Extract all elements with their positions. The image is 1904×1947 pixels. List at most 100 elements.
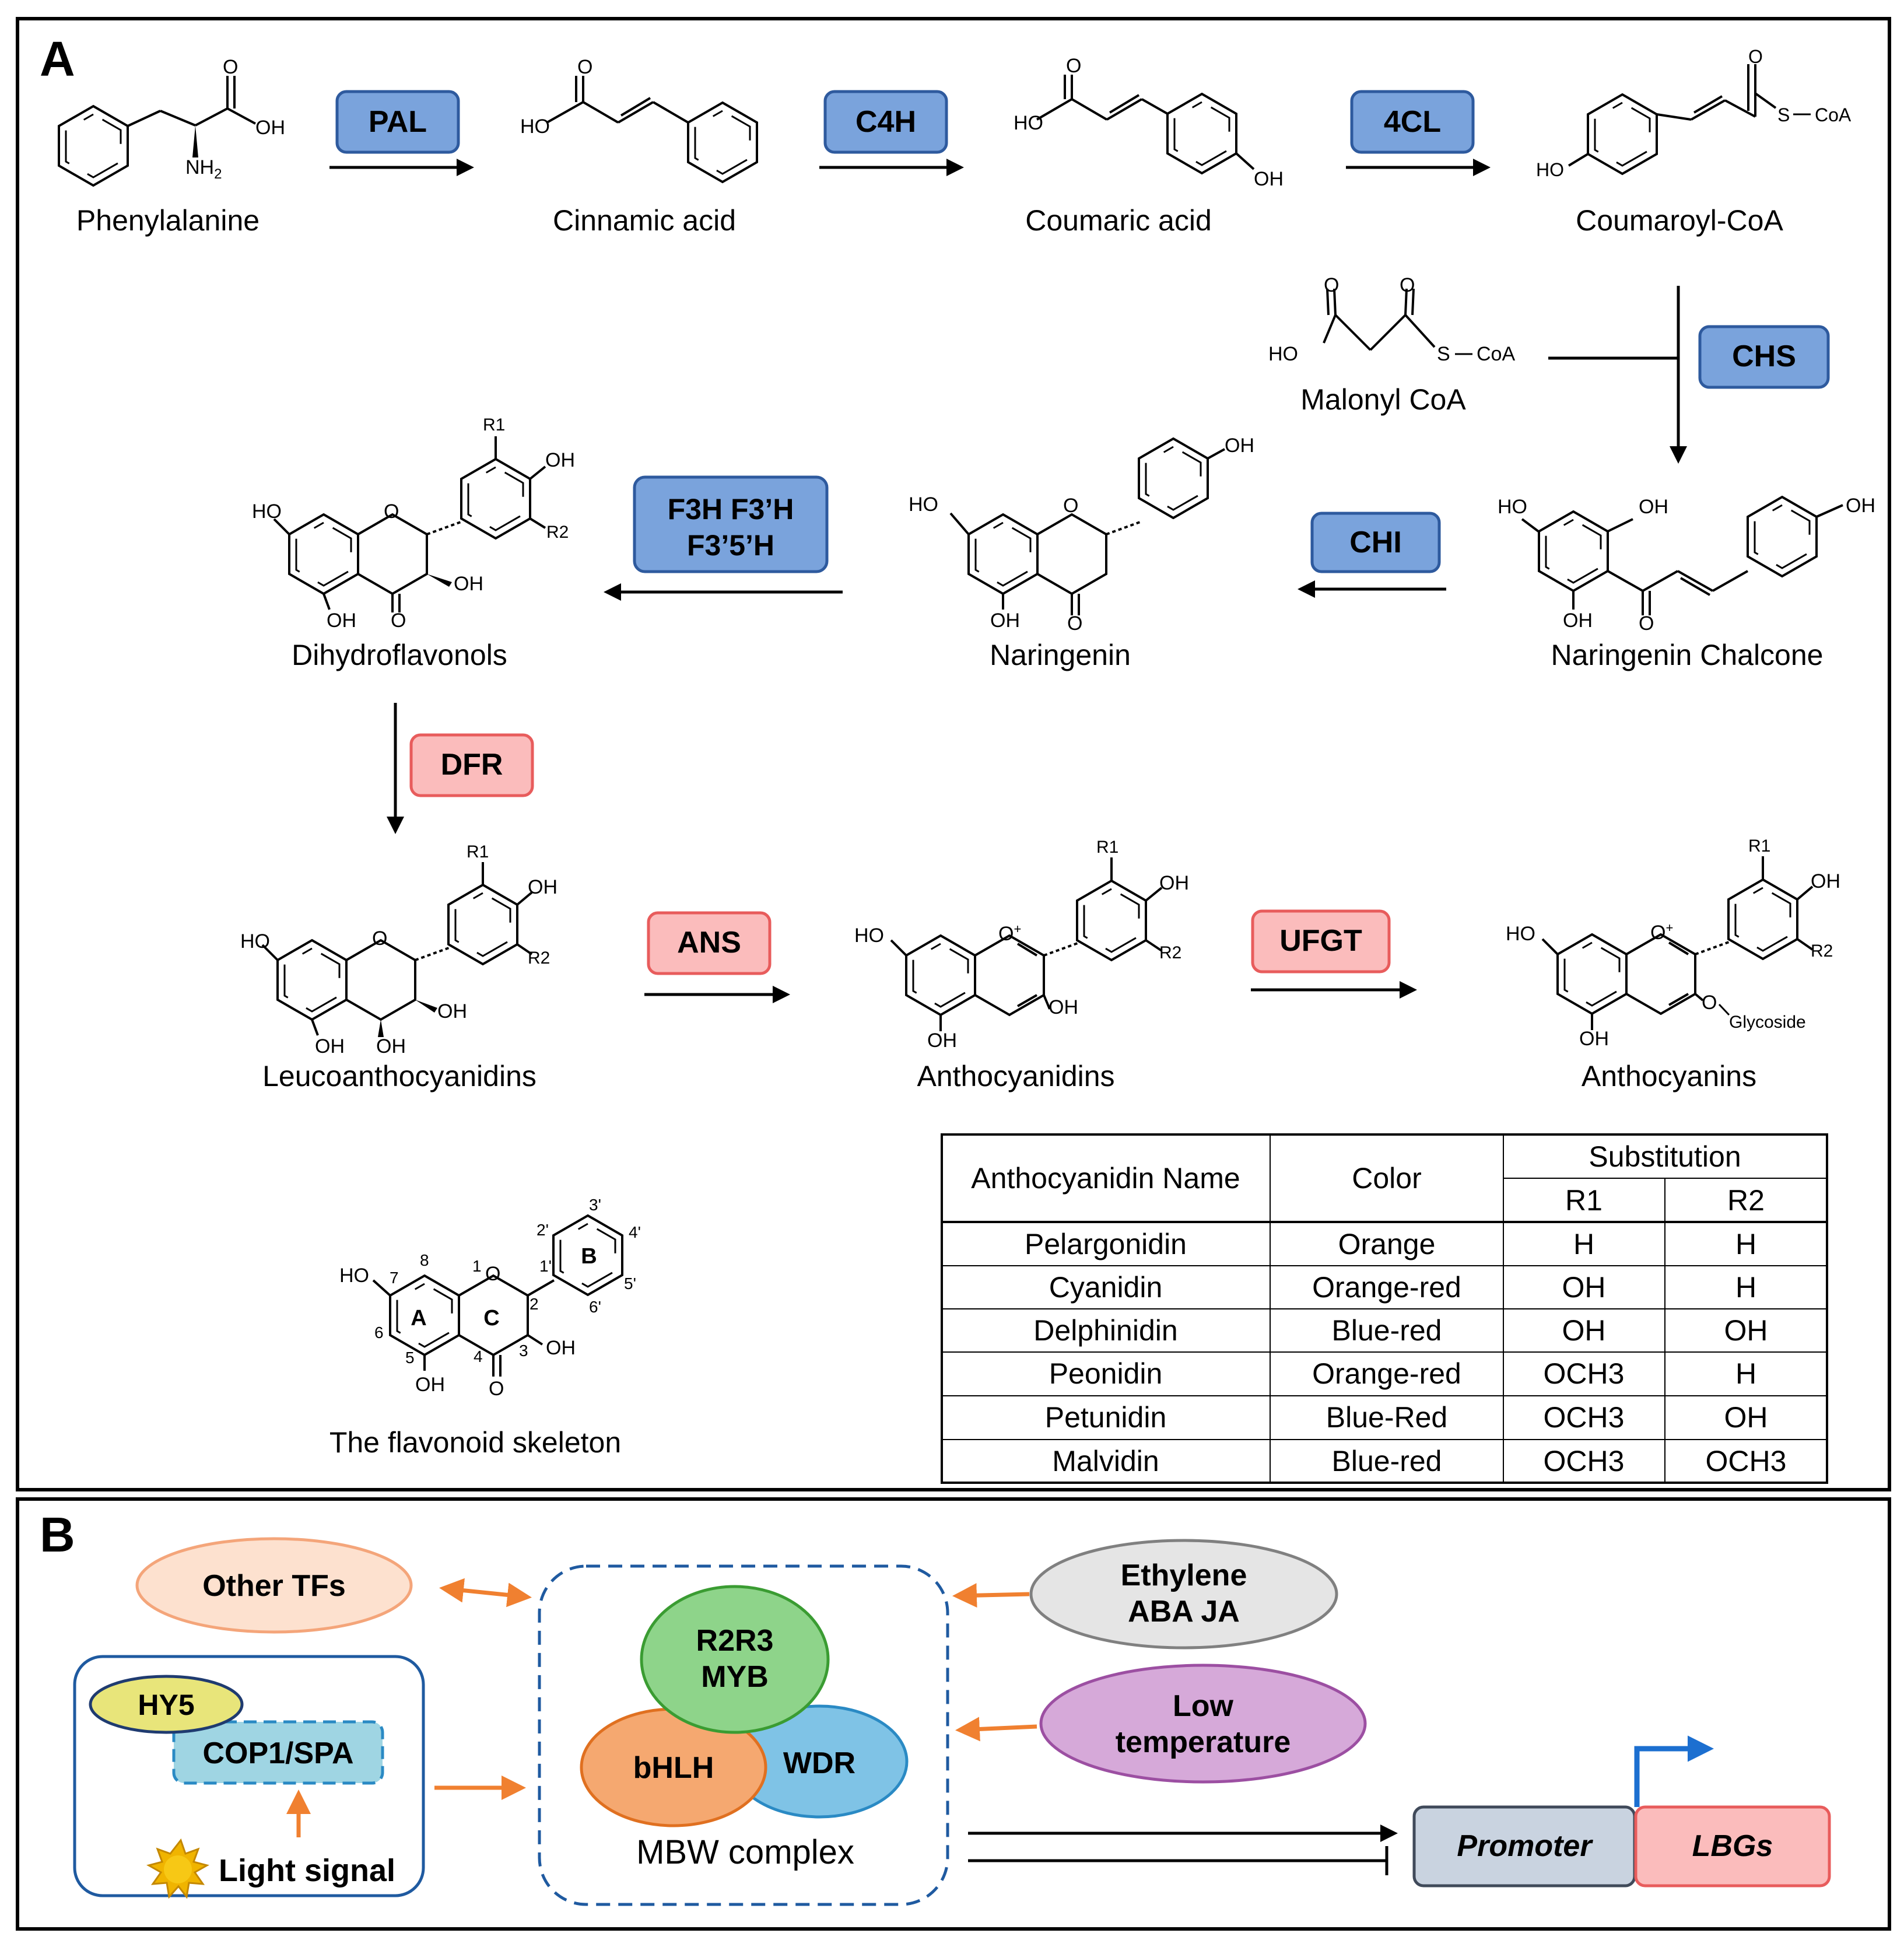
atom-ho: HO <box>909 493 938 516</box>
label-flavonoid-skeleton: The flavonoid skeleton <box>329 1426 621 1459</box>
atom-r2: R2 <box>1159 943 1181 962</box>
leucoanthocyanidins-structure: O HO OH OH OH R1 OH R2 <box>240 842 557 1057</box>
atom-ho: HO <box>1014 112 1043 134</box>
anthocyanidin-table: Anthocyanidin Name Color Substitution R1… <box>941 1133 1828 1484</box>
panel-a-frame <box>16 17 1891 1491</box>
table-header-name: Anthocyanidin Name <box>971 1162 1240 1195</box>
table-cell: Blue-Red <box>1326 1401 1447 1434</box>
table-header-r2: R2 <box>1727 1184 1765 1217</box>
enzyme-ans-label: ANS <box>677 926 741 960</box>
phenylalanine-structure: O OH NH2 <box>58 56 285 187</box>
label-leucoanthocyanidins: Leucoanthocyanidins <box>262 1060 537 1092</box>
atom-ho: HO <box>1268 343 1298 365</box>
atom-ho: HO <box>1506 923 1535 945</box>
atom-coa: CoA <box>1815 104 1852 125</box>
table-cell: Petunidin <box>1045 1401 1167 1434</box>
atom-r1: R1 <box>483 415 505 435</box>
atom-oh: OH <box>454 573 483 595</box>
cop1-spa-label: COP1/SPA <box>202 1736 353 1770</box>
skel-num-5: 5 <box>405 1349 415 1367</box>
mbw-complex-label: MBW complex <box>636 1833 854 1871</box>
atom-o: O <box>391 610 406 632</box>
ethylene-label-2: ABA JA <box>1128 1595 1240 1629</box>
table-cell: OCH3 <box>1544 1357 1625 1390</box>
atom-oh: OH <box>1159 872 1189 894</box>
atom-oh: OH <box>1811 870 1840 892</box>
bhlh-label: bHLH <box>633 1751 714 1785</box>
enzyme-chi: CHI <box>1310 512 1441 573</box>
atom-o: O <box>1066 55 1081 77</box>
label-anthocyanins: Anthocyanins <box>1582 1060 1756 1092</box>
atom-o: O <box>577 56 592 78</box>
atom-oh: OH <box>990 610 1020 632</box>
ring-c-label: C <box>483 1306 499 1330</box>
dihydroflavonols-structure: O HO OH O OH R1 OH R2 <box>252 415 575 632</box>
cop1-spa-node: COP1/SPA <box>172 1720 384 1785</box>
atom-o: O <box>372 927 387 950</box>
skel-num-6: 6 <box>374 1323 384 1342</box>
arrow-other-tfs <box>439 1578 532 1608</box>
atom-oh: OH <box>437 1000 467 1022</box>
arrow-low-temp <box>955 1717 1037 1742</box>
atom-o: O <box>384 500 399 523</box>
table-cell: Peonidin <box>1049 1357 1163 1390</box>
hy5-node: HY5 <box>89 1675 244 1734</box>
enzyme-c4h: C4H <box>823 90 948 154</box>
atom-ho: HO <box>240 930 270 953</box>
panel-b-frame <box>16 1497 1891 1931</box>
atom-ho: HO <box>520 115 550 138</box>
enzyme-dfr: DFR <box>409 733 534 797</box>
table-cell: Pelargonidin <box>1025 1228 1187 1260</box>
promoter-label: Promoter <box>1457 1829 1593 1863</box>
table-cell: Orange-red <box>1312 1357 1461 1390</box>
label-naringenin-chalcone: Naringenin Chalcone <box>1551 639 1824 671</box>
naringenin-structure: O HO OH O OH <box>909 435 1254 635</box>
label-dihydroflavonols: Dihydroflavonols <box>292 639 507 671</box>
atom-oh: OH <box>528 876 557 898</box>
enzyme-chs-label: CHS <box>1732 339 1796 373</box>
enzyme-f3h-label-2: F3’5’H <box>687 529 774 562</box>
enzyme-ufgt-label: UFGT <box>1279 924 1362 958</box>
atom-r2: R2 <box>528 948 550 968</box>
atom-nh2: NH2 <box>185 156 222 182</box>
enzyme-ufgt: UFGT <box>1251 909 1391 974</box>
atom-o: O <box>1748 46 1763 67</box>
anthocyanins-structure: O+ HO OH O Glycoside R1 OH R2 <box>1506 836 1840 1050</box>
table-cell: Malvidin <box>1052 1445 1159 1477</box>
enzyme-f3h-label-1: F3H F3’H <box>668 493 794 526</box>
enzyme-pal-label: PAL <box>369 105 427 139</box>
panel-a-label: A <box>40 31 75 86</box>
atom-oh: OH <box>1563 610 1593 632</box>
atom-s: S <box>1777 104 1790 125</box>
other-tfs-node: Other TFs <box>135 1537 413 1634</box>
skel-num-1p: 1' <box>539 1257 552 1275</box>
enzyme-chs: CHS <box>1698 325 1830 389</box>
panel-b-label: B <box>40 1507 75 1562</box>
label-coumaroyl-coa: Coumaroyl-CoA <box>1576 204 1783 237</box>
table-header-color: Color <box>1352 1162 1421 1195</box>
skel-num-7: 7 <box>390 1269 399 1287</box>
atom-r1: R1 <box>1748 836 1770 856</box>
atom-oh: OH <box>327 610 356 632</box>
label-coumaric-acid: Coumaric acid <box>1025 204 1212 237</box>
skel-num-6p: 6' <box>589 1298 601 1316</box>
ring-b-label: B <box>581 1244 597 1269</box>
atom-o-plus: O+ <box>998 922 1021 945</box>
atom-oh: OH <box>1846 495 1875 517</box>
label-anthocyanidins: Anthocyanidins <box>917 1060 1114 1092</box>
atom-r2: R2 <box>546 523 569 542</box>
atom-coa: CoA <box>1477 343 1515 365</box>
atom-oh: OH <box>315 1035 345 1057</box>
light-signaling-box <box>73 1655 425 1897</box>
atom-oh: OH <box>376 1035 406 1057</box>
other-tfs-label: Other TFs <box>202 1569 346 1603</box>
myb-label-1: R2R3 <box>696 1624 774 1658</box>
table-cell: Blue-red <box>1332 1445 1442 1477</box>
low-temp-label-1: Low <box>1173 1689 1234 1723</box>
hy5-label: HY5 <box>138 1689 194 1721</box>
atom-o: O <box>1067 612 1082 635</box>
coumaroyl-coa-structure: O HO S CoA <box>1536 46 1852 180</box>
table-cell: OCH3 <box>1706 1445 1787 1477</box>
ring-a-label: A <box>411 1306 426 1330</box>
